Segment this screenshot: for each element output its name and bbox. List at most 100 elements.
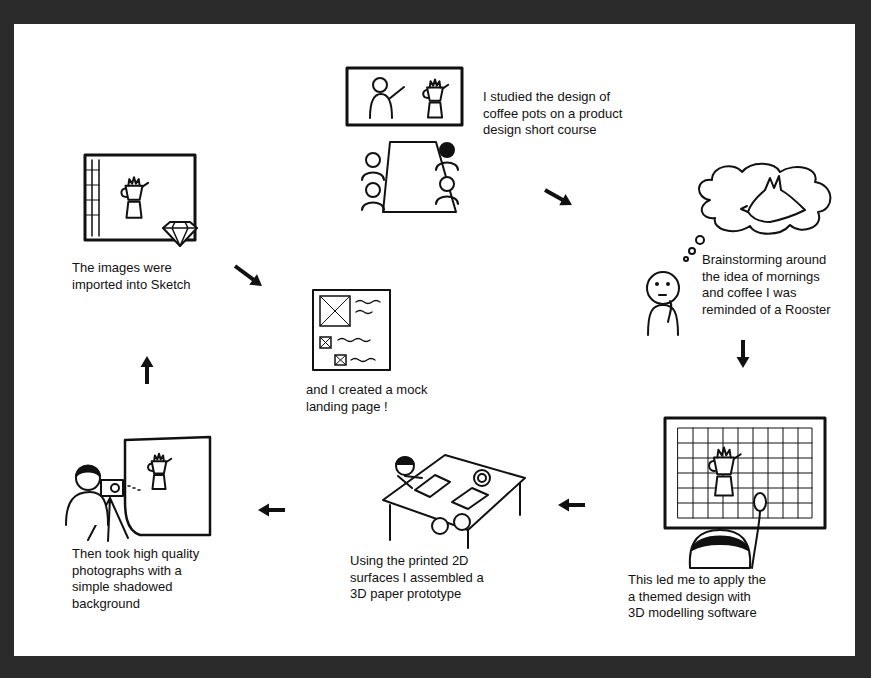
arrow-head [249, 274, 262, 286]
sketch-stroke [667, 283, 669, 285]
sketch-stroke [709, 448, 741, 496]
sketch-stroke [362, 173, 384, 181]
sketch-stroke [668, 301, 671, 322]
step-panel: The images were imported into Sketch [66, 148, 235, 356]
sketch-stroke [696, 236, 704, 244]
sketch-stroke [320, 337, 331, 348]
sketch-stroke [86, 170, 99, 215]
sketch-stroke [320, 296, 350, 326]
step-caption: Using the printed 2D surfaces I assemble… [350, 553, 500, 603]
arrow-head [141, 356, 154, 367]
arrow-connector [141, 356, 154, 384]
sketch-stroke [741, 206, 748, 212]
step-caption: and I created a mock landing page ! [306, 382, 446, 415]
sketch-stroke [432, 518, 448, 534]
sketch-stroke [383, 142, 456, 212]
wireframe-sketch [313, 290, 390, 370]
sketch-stroke [678, 428, 812, 518]
modelling-sketch [665, 418, 825, 568]
step-panel: Brainstorming around the idea of morning… [566, 205, 845, 340]
sketch-stroke [440, 177, 454, 191]
sketch-stroke [366, 153, 380, 167]
arrow-shaft [545, 190, 564, 201]
sketch-stroke [678, 428, 812, 518]
sketch-stroke [692, 537, 748, 551]
arrow-shaft [741, 340, 745, 359]
arrow-connector [545, 190, 572, 205]
sketch-stroke [121, 177, 148, 217]
sketch-stroke [92, 160, 99, 236]
sketch-stroke [665, 418, 825, 528]
sketch-stroke [101, 480, 123, 496]
arrow-shaft [145, 365, 149, 384]
sketch-stroke [478, 474, 486, 482]
step-caption: The images were imported into Sketch [72, 260, 207, 293]
prototype-sketch [383, 455, 525, 548]
sketch-stroke [370, 94, 392, 118]
sketch-stroke [148, 454, 171, 489]
sketch-stroke [647, 272, 679, 304]
sketch-stroke [396, 457, 414, 475]
step-caption: I studied the design of coffee pots on a… [483, 89, 641, 139]
sketch-stroke [163, 222, 197, 246]
sketch-stroke [320, 337, 331, 348]
sketch-stroke [383, 455, 525, 530]
step-panel: This led me to apply the a themed design… [585, 368, 845, 643]
arrow-connector [737, 340, 750, 368]
sketch-stroke [454, 514, 470, 530]
sketch-stroke [398, 476, 422, 488]
classroom-sketch [347, 68, 462, 212]
step-panel: Using the printed 2D surfaces I assemble… [285, 440, 558, 612]
sketch-stroke [128, 486, 140, 490]
sketch-stroke [125, 437, 210, 535]
sketch-stroke [452, 488, 488, 509]
sketch-stroke [689, 248, 695, 254]
step-panel: Then took high quality photographs with … [60, 384, 258, 618]
step-panel: and I created a mock landing page ! [262, 282, 452, 428]
sketch-stroke [76, 466, 100, 490]
arrow-connector [235, 266, 262, 286]
photo-sketch [66, 437, 210, 541]
sketch-stroke [111, 484, 119, 492]
sketch-stroke [656, 283, 658, 285]
sketch-stroke [347, 68, 462, 125]
sketch-stroke [423, 79, 448, 117]
sketch-stroke [335, 355, 346, 365]
sketch-stroke [313, 290, 390, 370]
arrow-head [558, 499, 569, 512]
arrow-head [258, 504, 269, 517]
sketch-stroke [338, 301, 380, 362]
sketch-stroke [366, 183, 380, 197]
arrow-shaft [267, 508, 285, 512]
sketch-stroke [754, 493, 766, 511]
sketch-stroke [163, 222, 197, 246]
arrow-shaft [235, 266, 255, 281]
sketch-stroke [389, 87, 404, 99]
sketch-stroke [748, 176, 805, 222]
sketch-stroke [699, 164, 830, 234]
arrow-head [737, 357, 750, 368]
sketch-stroke [474, 470, 490, 486]
step-caption: Then took high quality photographs with … [72, 546, 217, 612]
sketch-stroke [76, 466, 100, 477]
sketch-stroke [436, 197, 458, 205]
step-caption: This led me to apply the a themed design… [628, 572, 768, 622]
sketch-stroke [648, 305, 678, 335]
arrow-connector [258, 504, 285, 517]
sketch-stroke [396, 457, 414, 464]
sketch-stroke [373, 78, 387, 92]
step-panel: I studied the design of coffee pots on a… [342, 64, 644, 190]
sketch-stroke [690, 530, 750, 568]
sketch-stroke [320, 296, 350, 326]
sketch-stroke [659, 294, 666, 296]
sketch-stroke [362, 203, 384, 211]
sketch-stroke [752, 510, 760, 568]
sketch-stroke [335, 355, 346, 365]
sketch-app-sketch [85, 155, 197, 246]
arrow-head [559, 194, 572, 205]
sketch-stroke [440, 143, 454, 157]
arrow-shaft [567, 503, 585, 507]
sketch-stroke [684, 257, 688, 261]
arrow-connector [558, 499, 585, 512]
